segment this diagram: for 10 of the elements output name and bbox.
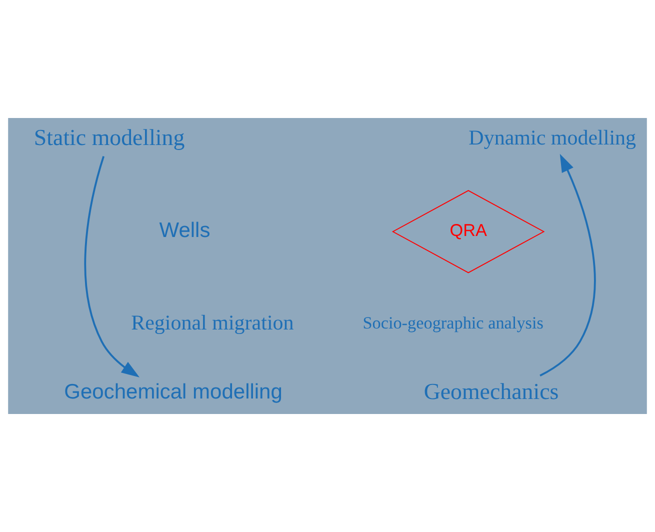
node-text: Geochemical modelling xyxy=(64,380,282,404)
label: Socio-geographic analysis xyxy=(362,313,544,332)
node-text: Geomechanics xyxy=(424,378,559,404)
label: Wells xyxy=(159,218,210,242)
label: Regional migration xyxy=(131,310,294,335)
node-text: Dynamic modelling xyxy=(468,125,636,150)
node-diamond: QRA xyxy=(392,190,545,274)
arrow xyxy=(540,154,596,376)
node-text: Static modelling xyxy=(34,124,185,150)
arrow xyxy=(84,156,140,378)
